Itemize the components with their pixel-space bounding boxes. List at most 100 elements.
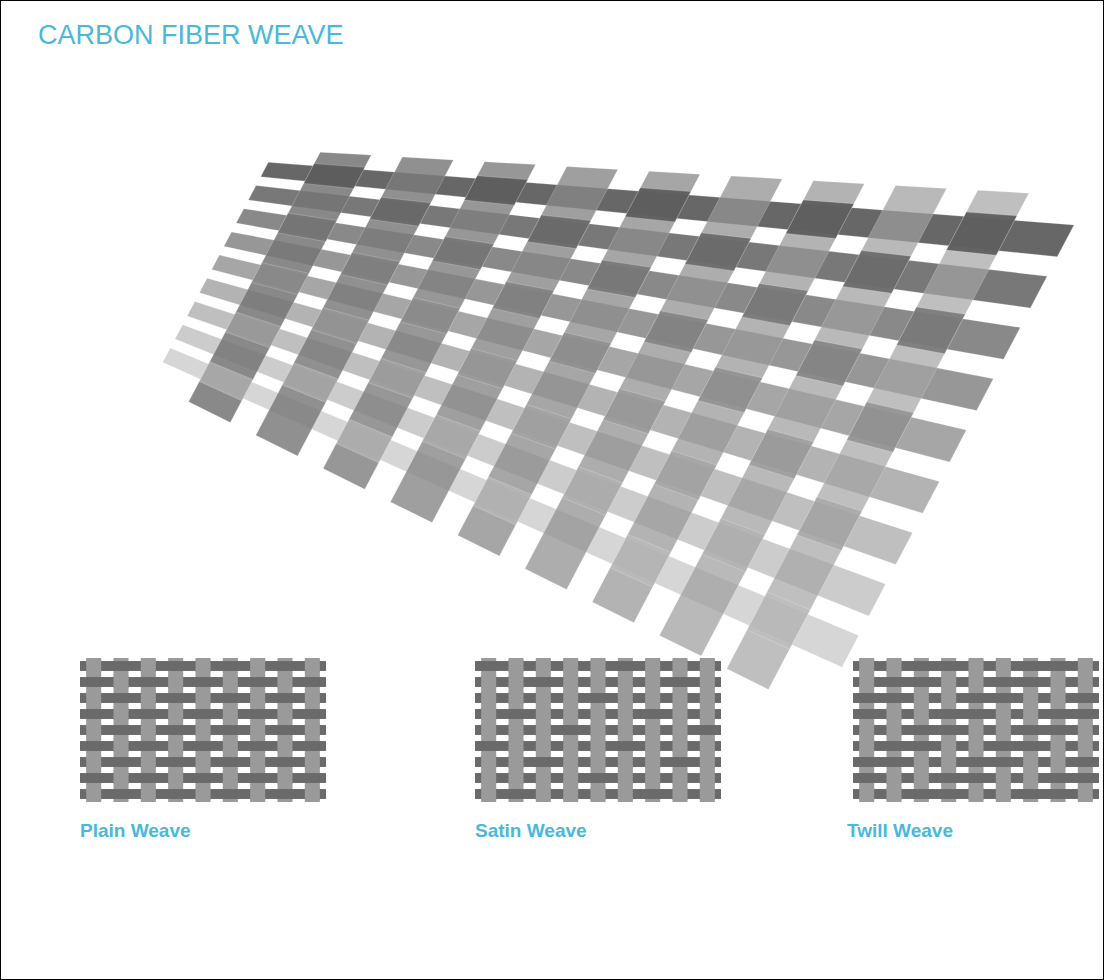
warp-crossing	[968, 740, 983, 752]
warp-crossing	[250, 724, 265, 736]
warp-crossing	[141, 788, 156, 800]
warp-crossing	[886, 660, 901, 672]
warp-strip	[645, 658, 660, 802]
weft-strip	[853, 725, 1099, 735]
plain-weave-swatch	[80, 658, 326, 802]
warp-crossing	[223, 740, 238, 752]
warp-crossing	[645, 756, 660, 768]
weft-strip	[853, 741, 1099, 751]
warp-crossing	[195, 660, 210, 672]
warp-crossing	[563, 708, 578, 720]
warp-crossing	[700, 740, 715, 752]
fiber-strip	[464, 176, 527, 206]
warp-crossing	[1050, 756, 1065, 768]
warp-crossing	[508, 692, 523, 704]
warp-crossing	[481, 756, 496, 768]
warp-crossing	[195, 692, 210, 704]
warp-crossing	[700, 772, 715, 784]
fiber-strip	[644, 311, 708, 353]
warp-strip	[618, 658, 633, 802]
fiber-strip	[492, 282, 554, 319]
warp-crossing	[563, 772, 578, 784]
warp-crossing	[481, 692, 496, 704]
fiber-strip	[702, 519, 765, 572]
weft-strip	[80, 725, 326, 735]
warp-crossing	[672, 708, 687, 720]
weft-strip	[853, 757, 1099, 767]
warp-crossing	[113, 740, 128, 752]
warp-crossing	[645, 724, 660, 736]
weave-label: Satin Weave	[475, 820, 587, 842]
warp-crossing	[941, 740, 956, 752]
warp-crossing	[250, 756, 265, 768]
warp-crossing	[590, 660, 605, 672]
warp-crossing	[481, 772, 496, 784]
weft-strip	[853, 709, 1099, 719]
warp-crossing	[700, 676, 715, 688]
fiber-strip	[225, 312, 281, 348]
weft-strip	[80, 661, 326, 671]
fiber-strip	[727, 190, 1029, 689]
fiber-strip	[946, 212, 1017, 255]
satin-weave-swatch	[475, 658, 721, 802]
fiber-strip	[603, 389, 665, 434]
woven-sheet	[163, 152, 1074, 689]
weft-strip	[475, 757, 721, 767]
warp-crossing	[277, 708, 292, 720]
warp-crossing	[1078, 676, 1093, 688]
warp-crossing	[536, 724, 551, 736]
fiber-strip	[457, 348, 517, 389]
warp-crossing	[914, 692, 929, 704]
weft-strip	[80, 773, 326, 783]
fiber-strip	[341, 252, 400, 285]
warp-crossing	[941, 676, 956, 688]
warp-crossing	[672, 692, 687, 704]
fiber-strip	[422, 415, 480, 459]
warp-crossing	[618, 692, 633, 704]
fiber-strip	[527, 215, 591, 249]
fiber-strip	[278, 213, 337, 242]
warp-crossing	[886, 708, 901, 720]
weft-strip	[80, 789, 326, 799]
warp-crossing	[481, 788, 496, 800]
warp-strip	[481, 658, 496, 802]
warp-crossing	[536, 660, 551, 672]
warp-crossing	[618, 708, 633, 720]
fiber-strip	[562, 467, 622, 516]
weave-label: Twill Weave	[847, 820, 953, 842]
fiber-strip	[698, 367, 762, 413]
fiber-strip	[311, 308, 369, 344]
warp-crossing	[141, 724, 156, 736]
fiber-strip	[685, 233, 751, 271]
warp-crossing	[168, 708, 183, 720]
warp-crossing	[1023, 756, 1038, 768]
weave-label: Plain Weave	[80, 820, 191, 842]
warp-crossing	[996, 772, 1011, 784]
weft-strip	[853, 677, 1099, 687]
warp-crossing	[86, 788, 101, 800]
fiber-strip	[336, 419, 392, 463]
weft-strip	[475, 725, 721, 735]
warp-crossing	[141, 756, 156, 768]
warp-crossing	[86, 724, 101, 736]
weft-strip	[80, 693, 326, 703]
weft-strip	[475, 661, 721, 671]
warp-crossing	[223, 676, 238, 688]
warp-crossing	[1078, 660, 1093, 672]
warp-crossing	[481, 708, 496, 720]
fiber-strip	[199, 362, 253, 401]
warp-crossing	[250, 692, 265, 704]
diagram-title: CARBON FIBER WEAVE	[38, 20, 344, 51]
warp-crossing	[941, 692, 956, 704]
weft-strip	[475, 709, 721, 719]
warp-crossing	[968, 660, 983, 672]
warp-crossing	[1050, 692, 1065, 704]
warp-crossing	[672, 660, 687, 672]
warp-crossing	[305, 788, 320, 800]
warp-crossing	[859, 740, 874, 752]
fiber-strip	[587, 260, 651, 298]
warp-crossing	[914, 772, 929, 784]
fiber-strip	[797, 497, 862, 551]
warp-crossing	[113, 708, 128, 720]
weft-strip	[853, 789, 1099, 799]
